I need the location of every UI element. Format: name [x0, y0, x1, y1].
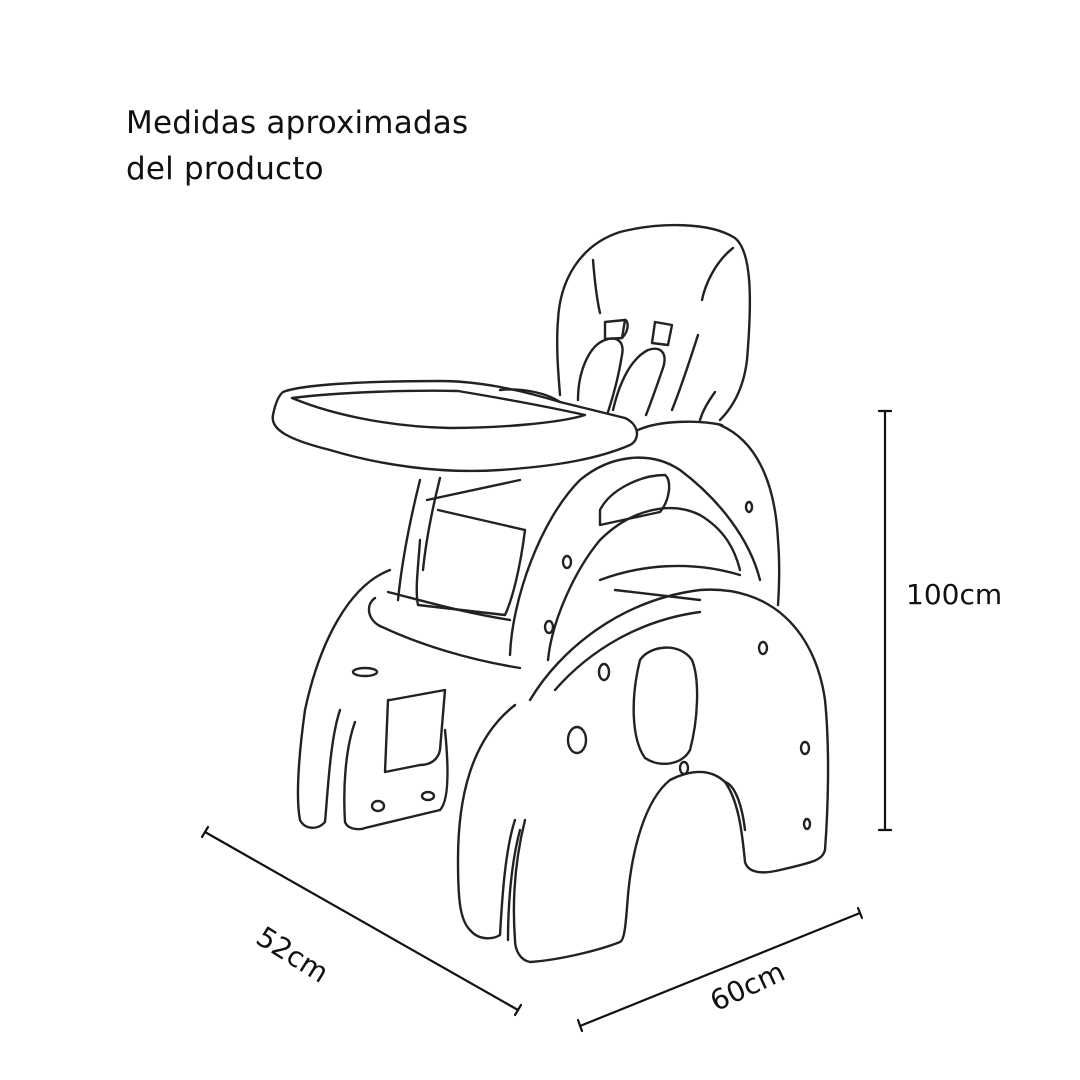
- middle-arch: [508, 423, 781, 662]
- front-elephant-arch: [456, 564, 830, 964]
- width-dimension-line: [576, 906, 864, 1033]
- height-label: 100cm: [906, 578, 1003, 611]
- height-dimension-line: [877, 409, 893, 832]
- backrest: [555, 223, 752, 422]
- seat-frame: [367, 476, 527, 670]
- back-arch: [296, 568, 449, 831]
- tray: [271, 379, 724, 473]
- title-line-2: del producto: [126, 151, 324, 187]
- depth-dimension-line: [200, 825, 523, 1017]
- page-title: Medidas aproximadas del producto: [126, 100, 468, 192]
- title-line-1: Medidas aproximadas: [126, 105, 469, 141]
